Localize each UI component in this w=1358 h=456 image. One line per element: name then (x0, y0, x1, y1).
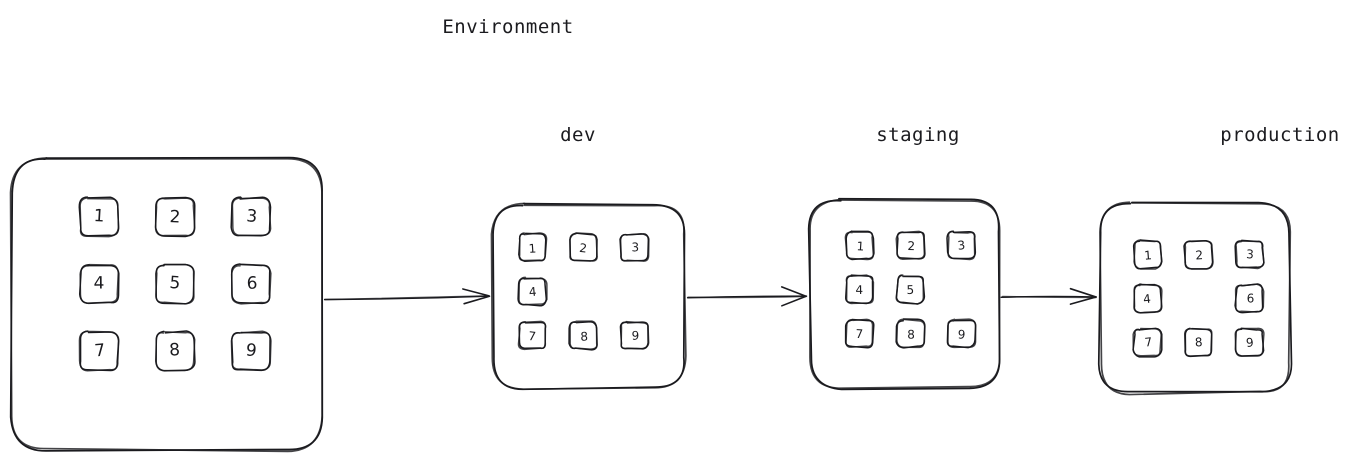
resource-cell-label: 2 (906, 238, 915, 253)
resource-cell[interactable]: 2 (569, 232, 598, 262)
arrow-dev-to-staging (686, 286, 808, 307)
resource-cell-label: 3 (245, 205, 258, 227)
resource-cell[interactable]: 4 (1133, 283, 1163, 314)
resource-cell[interactable]: 2 (1183, 240, 1214, 270)
resource-cell-label: 7 (1143, 334, 1153, 350)
resource-cell[interactable]: 7 (1132, 327, 1163, 358)
resource-cell-label: 1 (92, 205, 105, 227)
resource-cell-label: 3 (1245, 246, 1254, 261)
resource-cell-label: 4 (93, 273, 105, 294)
resource-cell[interactable]: 1 (78, 196, 120, 238)
resource-cell[interactable]: 3 (230, 196, 272, 237)
resource-cell-label: 2 (1194, 247, 1204, 262)
resource-cell[interactable]: 6 (230, 263, 272, 305)
resource-cell[interactable]: 9 (619, 320, 650, 350)
resource-cell-label: 6 (1246, 290, 1255, 306)
arrow-source-to-dev (323, 288, 491, 305)
resource-cell-label: 1 (1143, 247, 1152, 263)
resource-cell-label: 4 (855, 282, 863, 297)
resource-cell[interactable]: 1 (844, 230, 875, 261)
arrow-staging-to-production (1000, 287, 1097, 305)
resource-cell[interactable]: 1 (518, 232, 548, 263)
resource-cell[interactable]: 3 (946, 230, 977, 261)
resource-cell-label: 8 (906, 327, 915, 342)
resource-cell-label: 8 (168, 339, 181, 361)
resource-cell[interactable]: 5 (895, 274, 926, 305)
resource-cell[interactable]: 9 (946, 318, 977, 349)
resource-cell-label: 8 (1194, 334, 1203, 350)
staging-environment-box[interactable]: 1 2 3 4 5 7 8 9 (807, 197, 1001, 391)
resource-cell[interactable]: 5 (155, 263, 195, 305)
resource-cell-label: 7 (527, 328, 537, 344)
resource-cell[interactable]: 8 (568, 320, 598, 351)
resource-cell-label: 9 (244, 339, 258, 361)
stage-label-staging: staging (876, 124, 960, 146)
resource-cell-label: 9 (631, 328, 640, 343)
resource-cell-label: 5 (906, 282, 915, 297)
source-environment-box[interactable]: 1 2 3 4 5 6 7 8 9 (9, 156, 324, 453)
resource-cell-label: 2 (578, 240, 588, 256)
resource-cell-label: 1 (527, 240, 537, 256)
resource-cell-label: 4 (527, 284, 537, 299)
resource-cell[interactable]: 3 (619, 232, 650, 262)
resource-grid: 1 2 3 4 5 7 8 9 (844, 230, 977, 349)
resource-grid: 1 2 3 4 5 6 7 8 9 (78, 196, 272, 372)
resource-cell-label: 7 (854, 326, 864, 341)
resource-cell[interactable]: 7 (517, 320, 547, 351)
resource-cell[interactable]: 9 (230, 330, 272, 372)
resource-cell[interactable]: 3 (1234, 239, 1265, 270)
resource-cell[interactable]: 4 (517, 276, 548, 307)
dev-environment-box[interactable]: 1 2 3 4 7 8 9 (490, 202, 687, 391)
resource-cell[interactable]: 4 (78, 263, 120, 305)
resource-cell[interactable]: 7 (844, 318, 875, 349)
resource-cell[interactable]: 7 (78, 330, 120, 372)
resource-cell-label: 3 (956, 237, 966, 253)
resource-cell[interactable]: 8 (155, 330, 196, 372)
resource-grid: 1 2 3 4 6 7 8 9 (1132, 239, 1265, 358)
resource-cell[interactable]: 2 (895, 230, 926, 261)
resource-cell[interactable]: 2 (154, 196, 196, 238)
resource-cell[interactable]: 1 (1132, 239, 1163, 270)
stage-label-dev: dev (560, 124, 596, 146)
resource-cell-label: 6 (246, 273, 258, 294)
resource-cell-label: 1 (855, 238, 865, 254)
resource-cell-label: 8 (579, 328, 588, 344)
resource-cell-label: 5 (168, 272, 181, 294)
resource-cell[interactable]: 4 (845, 274, 875, 305)
resource-cell[interactable]: 8 (895, 318, 926, 349)
resource-cell-label: 4 (1142, 291, 1152, 306)
resource-cell-label: 2 (168, 206, 181, 228)
resource-cell[interactable]: 9 (1234, 327, 1265, 357)
resource-cell-label: 3 (631, 239, 639, 254)
resource-cell-label: 9 (957, 326, 966, 342)
production-environment-box[interactable]: 1 2 3 4 6 7 8 9 (1097, 201, 1293, 396)
resource-cell[interactable]: 6 (1234, 283, 1265, 314)
page-title: Environment (442, 16, 574, 38)
resource-cell-label: 7 (93, 339, 106, 361)
resource-cell-label: 9 (1245, 334, 1254, 350)
stage-label-production: production (1220, 124, 1340, 146)
resource-grid: 1 2 3 4 7 8 9 (517, 232, 650, 351)
resource-cell[interactable]: 8 (1183, 327, 1213, 358)
